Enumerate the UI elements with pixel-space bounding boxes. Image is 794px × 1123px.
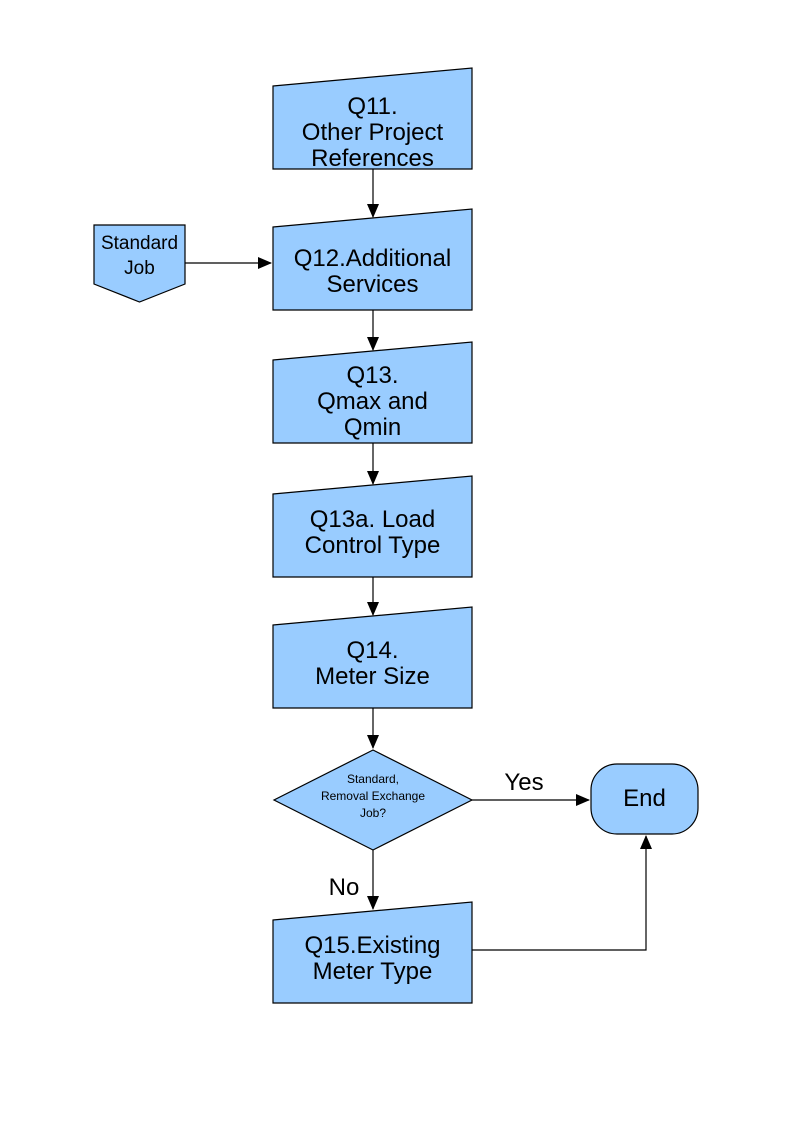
q14-shape xyxy=(272,606,473,709)
q11-shape xyxy=(272,67,473,170)
standard-job-shape xyxy=(93,224,186,303)
end-terminator-shape xyxy=(590,763,699,835)
q13-shape xyxy=(272,341,473,444)
q15-shape xyxy=(272,901,473,1004)
edge-q15-end xyxy=(472,835,652,951)
q12-shape xyxy=(272,208,473,311)
decision-diamond-shape xyxy=(272,749,474,851)
q13a-shape xyxy=(272,475,473,578)
